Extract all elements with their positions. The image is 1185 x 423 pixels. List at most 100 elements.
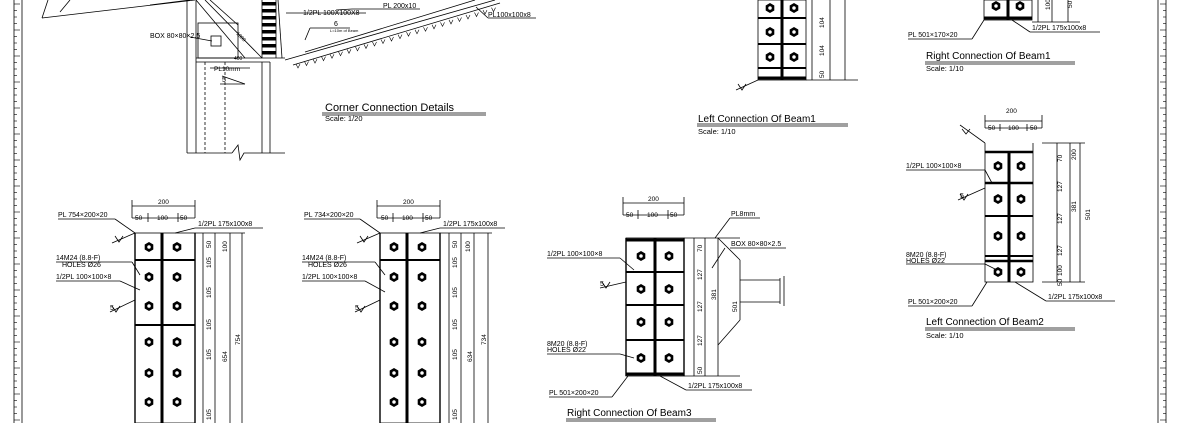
ba-top-c: 50 (180, 215, 188, 222)
lb2-dim-3: 127 (1057, 245, 1064, 256)
corner-label-pl10: PL10mm (214, 66, 240, 73)
lb1-dim-0: 104 (819, 17, 826, 28)
rb3-label-bolts: 8M20 (8.8-F) (547, 341, 587, 348)
bolt-hole (392, 304, 396, 308)
ba-dim-5: 105 (206, 349, 213, 360)
corner-weld-5: 5 (222, 77, 226, 84)
lb2-top-c: 50 (1030, 125, 1038, 132)
bolt-hole (667, 356, 671, 360)
ba-dim-4: 105 (206, 319, 213, 330)
lb2-label-holes: HOLES Ø22 (906, 258, 945, 265)
ba-top-a: 50 (135, 215, 143, 222)
lb2-top-b: 100 (1008, 125, 1019, 132)
corner-label-half-pl: 1/2PL 100X100X8 (303, 10, 360, 17)
rb3-label-pl: PL 501×200×20 (549, 390, 599, 397)
bolt-hole (639, 356, 643, 360)
rb1-label-half-pl: 1/2PL 175x100x8 (1032, 25, 1086, 32)
ba-dim-1: 100 (222, 241, 229, 252)
lb2-label-half-pl-100: 1/2PL 100×100×8 (906, 163, 962, 170)
bolt-hole (792, 55, 796, 59)
stiffener-bar (262, 44, 276, 48)
bolt-hole (639, 287, 643, 291)
rb3-dim-2: 127 (697, 301, 704, 312)
ba-dim-3: 105 (206, 287, 213, 298)
bolt-hole (392, 275, 396, 279)
ba-top-total: 200 (158, 199, 169, 206)
rb3-top-total: 200 (648, 196, 659, 203)
rb1-label-pl: PL 501×170×20 (908, 32, 958, 39)
bb-label-half-pl-100: 1/2PL 100×100×8 (302, 274, 358, 281)
rb3-dim-4: 50 (697, 366, 704, 374)
bb-dim-5: 105 (452, 349, 459, 360)
rb1-dim-1: 50 (1067, 0, 1074, 8)
right-beam1-bolt-group (991, 1, 1025, 11)
bb-dim-4: 105 (452, 319, 459, 330)
bb-label-bolts: 14M24 (8.8-F) (302, 255, 346, 262)
lb1-scale: Scale: 1/10 (698, 127, 736, 136)
ba-label-pl: PL 754×200×20 (58, 212, 108, 219)
lb2-dim-4: 100 (1057, 265, 1064, 276)
lb2-dim-7: 501 (1085, 209, 1092, 220)
bolt-hole (792, 6, 796, 10)
bb-dim-0: 50 (452, 240, 459, 248)
bb-top-b: 100 (402, 215, 413, 222)
beam-b-bolt-group (389, 242, 427, 407)
bb-label-half-pl-175: 1/2PL 175x100x8 (443, 221, 497, 228)
bolt-hole (667, 254, 671, 258)
bolt-hole (768, 55, 772, 59)
stiffener-bar (262, 2, 276, 6)
lb2-dim-5: 50 (1057, 278, 1064, 286)
rb3-label-holes: HOLES Ø22 (547, 347, 586, 354)
lb2-dim-1: 127 (1057, 181, 1064, 192)
corner-weld-6: 6 (334, 21, 338, 28)
rb3-dim-1: 127 (697, 269, 704, 280)
lb2-title: Left Connection Of Beam2 (926, 317, 1044, 328)
bolt-hole (994, 4, 998, 8)
bb-dim-2: 105 (452, 257, 459, 268)
stiffener-bar (262, 16, 276, 20)
bolt-hole (420, 340, 424, 344)
rb1-scale: Scale: 1/10 (926, 64, 964, 73)
rb3-dim-6: 501 (732, 301, 739, 312)
stiffener-bar (262, 23, 276, 27)
bolt-hole (1019, 270, 1023, 274)
bb-top-total: 200 (403, 199, 414, 206)
bolt-hole (147, 275, 151, 279)
bolt-hole (147, 400, 151, 404)
left-connection-beam2 (906, 115, 1115, 331)
rb3-label-box: BOX 80×80×2.5 (731, 241, 781, 248)
right-beam3-bolt-group (636, 251, 674, 363)
bolt-hole (420, 245, 424, 249)
bb-dim-6: 105 (452, 409, 459, 420)
corner-label-pl-200: PL 200x10 (383, 3, 416, 10)
corner-title: Corner Connection Details (325, 102, 455, 114)
ba-label-holes: HOLES Ø26 (62, 262, 101, 269)
bolt-hole (1019, 164, 1023, 168)
bb-label-holes: HOLES Ø26 (308, 262, 347, 269)
bb-label-pl: PL 734×200×20 (304, 212, 354, 219)
corner-dim-400: 400 (234, 56, 243, 62)
rb3-label-half-pl-100: 1/2PL 100×100×8 (547, 251, 603, 258)
bolt-hole (392, 340, 396, 344)
bb-dim-3: 105 (452, 287, 459, 298)
bolt-hole (667, 287, 671, 291)
ba-dim-2: 105 (206, 257, 213, 268)
corner-scale: Scale: 1/20 (325, 114, 363, 123)
rb3-top-c: 50 (670, 212, 678, 219)
bolt-hole (175, 371, 179, 375)
rb3-label-weld: 5 (600, 281, 604, 288)
bolt-hole (175, 245, 179, 249)
beam-a-connection (56, 200, 263, 423)
sheet-border (13, 0, 1167, 423)
ba-dim-6: 105 (206, 409, 213, 420)
rb3-dim-0: 70 (697, 244, 704, 252)
rb3-label-half-pl-175: 1/2PL 175x100x8 (688, 383, 742, 390)
bolt-hole (768, 6, 772, 10)
bolt-hole (420, 304, 424, 308)
lb1-dim-1: 104 (819, 45, 826, 56)
bb-dim-1: 100 (465, 241, 472, 252)
bolt-hole (147, 304, 151, 308)
bolt-hole (175, 400, 179, 404)
ba-label-bolts: 14M24 (8.8-F) (56, 255, 100, 262)
